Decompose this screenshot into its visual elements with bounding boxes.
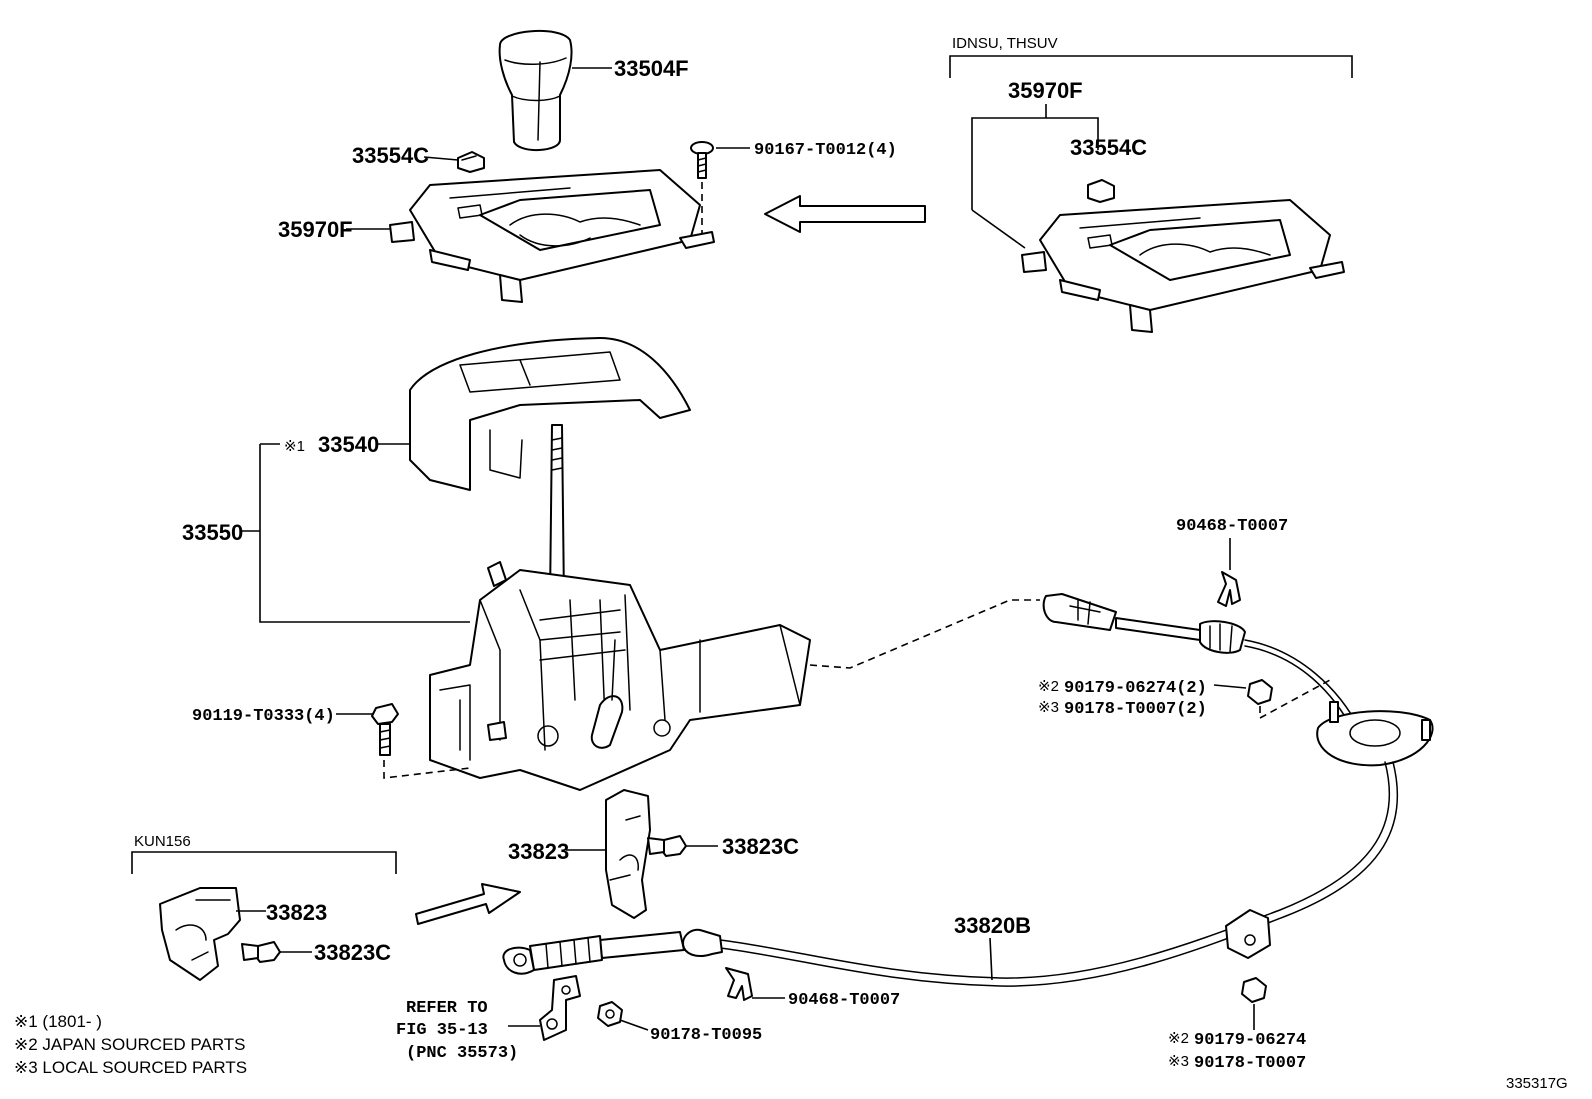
clip-90468-top (1217, 538, 1241, 607)
label-35970F-left: 35970F (278, 217, 353, 242)
direction-arrow-left (764, 195, 926, 233)
label-90178-T0095: 90178-T0095 (650, 1026, 762, 1045)
label-33823: 33823 (508, 839, 569, 864)
note-2: ※2 JAPAN SOURCED PARTS (14, 1035, 246, 1054)
label-90179-upper: 90179-06274(2) (1064, 679, 1207, 698)
cable-33820B-upper (1042, 593, 1361, 733)
direction-arrow-up-right (415, 883, 521, 925)
label-33554C-variant: 33554C (1070, 135, 1147, 160)
shift-lever-assy (429, 424, 811, 791)
refer-bracket (508, 975, 581, 1041)
label-kun-33823: 33823 (266, 900, 327, 925)
bolt-90119 (336, 703, 471, 779)
note-3: ※3 LOCAL SOURCED PARTS (14, 1058, 247, 1077)
label-90468-bottom: 90468-T0007 (788, 991, 900, 1010)
label-33504F: 33504F (614, 56, 689, 81)
label-33823C: 33823C (722, 834, 799, 859)
label-nut3-mark: ※2 (1168, 1030, 1189, 1047)
label-35970F-variant: 35970F (1008, 78, 1083, 103)
label-90167: 90167-T0012(4) (754, 141, 897, 160)
kun-bolt-33823C (241, 941, 312, 963)
label-nut1-mark: ※2 (1038, 678, 1059, 695)
label-refer-line1: REFER TO (406, 999, 488, 1018)
label-cover-mark: ※1 (284, 438, 305, 455)
label-nut2-mark: ※3 (1038, 699, 1059, 716)
label-variant-group: IDNSU, THSUV (952, 35, 1058, 52)
label-33540: 33540 (318, 432, 379, 457)
figure-code: 335317G (1506, 1075, 1568, 1092)
retainer-33554C (423, 151, 485, 173)
label-refer-line2: FIG 35-13 (396, 1021, 488, 1040)
cover-33540 (376, 337, 691, 491)
variant-group-bracket (949, 55, 1353, 78)
nut-90179-90178-upper (1213, 679, 1331, 720)
nut-90179-90178-lower (1241, 977, 1267, 1030)
variant-retainer-33554C (1087, 179, 1115, 203)
shift-knob-33504F (498, 29, 612, 152)
label-refer-line3: (PNC 35573) (406, 1044, 518, 1063)
clip-90468-bottom (725, 967, 785, 1001)
label-90468-top: 90468-T0007 (1176, 517, 1288, 536)
label-nut4-mark: ※3 (1168, 1053, 1189, 1070)
cable-clamp-lower (1225, 909, 1271, 959)
kun-bracket-33823 (159, 887, 266, 981)
screw-90167 (690, 141, 750, 240)
kun156-group-bracket (131, 851, 397, 874)
cable-33820B-lower-end (502, 928, 723, 975)
bracket-33823 (566, 789, 651, 919)
cable-33820B-run (719, 761, 1399, 987)
connection-line-cable (809, 599, 1040, 669)
label-33550: 33550 (182, 520, 243, 545)
label-kun-33823C: 33823C (314, 940, 391, 965)
bolt-33823C (647, 835, 718, 857)
housing-35970F (346, 169, 715, 303)
variant-housing-35970F (1021, 199, 1345, 333)
label-33820B: 33820B (954, 913, 1031, 938)
label-90178-upper: 90178-T0007(2) (1064, 700, 1207, 719)
label-kun-group: KUN156 (134, 833, 191, 850)
label-90119: 90119-T0333(4) (192, 707, 335, 726)
note-1: ※1 (1801- ) (14, 1012, 102, 1031)
nut-90178-T0095 (597, 1001, 649, 1031)
assy-callout-33550 (240, 443, 470, 623)
label-90178-lower: 90178-T0007 (1194, 1054, 1306, 1073)
variant-callout-35970F (971, 104, 1099, 249)
label-90179-lower: 90179-06274 (1194, 1031, 1306, 1050)
cable-mount-plate (1316, 701, 1434, 767)
label-33554C-left: 33554C (352, 143, 429, 168)
